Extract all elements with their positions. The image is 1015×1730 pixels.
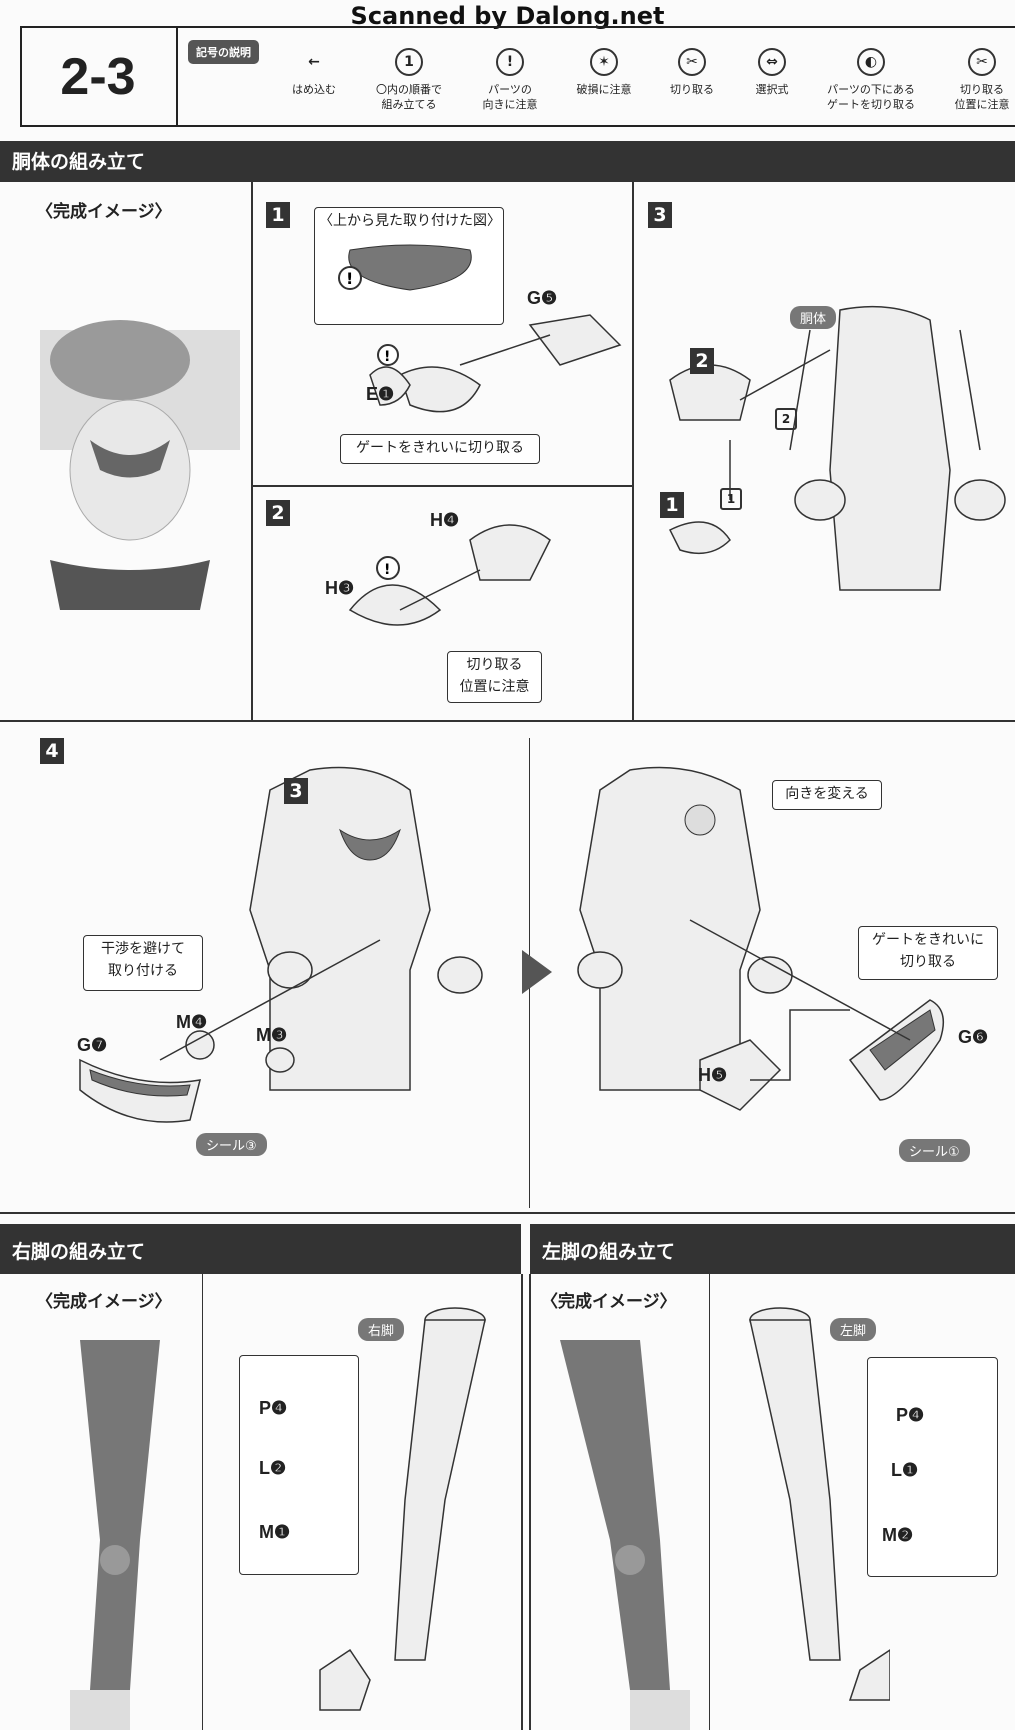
- leg-label: 右脚: [358, 1318, 405, 1341]
- step-number: 3: [648, 202, 672, 228]
- step-number: 1: [266, 202, 290, 228]
- order-hexagon-icon: 1: [720, 488, 742, 510]
- part-label: L❶: [891, 1460, 919, 1480]
- divider: [529, 1274, 531, 1730]
- step4-right-illustration: [577, 766, 945, 1111]
- step4-left-illustration: [79, 766, 483, 1123]
- watermark: Scanned by Dalong.net: [350, 2, 665, 30]
- part-label: G❼: [77, 1035, 108, 1055]
- arrow-left-icon: ←: [308, 54, 320, 70]
- sticker-label: シール③: [196, 1133, 267, 1156]
- page-number: 2-3: [20, 26, 178, 127]
- arrow-right-icon: [522, 950, 552, 994]
- part-label: E❶: [366, 384, 395, 404]
- header-box: [20, 26, 1015, 127]
- svg-text:!: !: [384, 562, 390, 578]
- right-leg-illustration: [319, 1307, 486, 1711]
- step2-illustration: !: [348, 524, 551, 626]
- gate-under-icon: ◐: [857, 48, 885, 76]
- double-arrow-icon: ⇔: [758, 48, 786, 76]
- section-title-right-leg: 右脚の組み立て: [0, 1224, 521, 1274]
- order-hexagon-icon: 2: [775, 408, 797, 430]
- legend-label: 選択式: [755, 83, 789, 96]
- completion-heading: 〈完成イメージ〉: [36, 1292, 172, 1312]
- step-number: 2: [266, 500, 290, 526]
- hexagon-number-icon: 1: [395, 48, 423, 76]
- cut-position-icon: ✂: [968, 48, 996, 76]
- part-label: M❷: [882, 1525, 914, 1545]
- divider: [0, 1212, 1015, 1214]
- top-view-illustration: !: [338, 244, 472, 291]
- part-label: P❹: [259, 1398, 288, 1418]
- note-avoid-interference: 干渉を避けて 取り付ける: [83, 935, 203, 991]
- note-clean-gate: ゲートをきれいに 切り取る: [858, 926, 998, 980]
- body-label: 胴体: [790, 306, 837, 329]
- divider: [251, 485, 632, 487]
- section-title-left-leg: 左脚の組み立て: [530, 1224, 1015, 1274]
- legend-title: 記号の説明: [188, 40, 259, 64]
- divider: [202, 1274, 203, 1730]
- reference-step: 2: [690, 348, 714, 374]
- svg-text:!: !: [384, 349, 390, 365]
- nipper-icon: ✂: [678, 48, 706, 76]
- legend-label: パーツの 向きに注意: [482, 83, 538, 111]
- divider: [709, 1274, 710, 1730]
- svg-text:!: !: [346, 269, 353, 288]
- exclamation-icon: !: [496, 48, 524, 76]
- note-cut-position: 切り取る 位置に注意: [447, 651, 542, 703]
- callout-title: 〈上から見た取り付けた図〉: [319, 213, 501, 229]
- section-title-torso: 胴体の組み立て: [0, 141, 1015, 182]
- left-leg-illustration: [749, 1307, 890, 1701]
- part-label: P❹: [896, 1405, 925, 1425]
- legend-label: 切り取る 位置に注意: [954, 83, 1010, 111]
- legend-label: はめ込む: [292, 83, 336, 96]
- part-label: L❷: [259, 1458, 287, 1478]
- part-label: G❻: [958, 1027, 989, 1047]
- completion-photo-torso: [40, 320, 240, 610]
- step1-illustration: !: [369, 314, 622, 413]
- reference-step: 3: [284, 778, 308, 804]
- completion-photo-right-leg: [70, 1340, 160, 1730]
- divider: [632, 182, 634, 720]
- legend-label: パーツの下にある ゲートを切り取る: [827, 83, 915, 111]
- part-label: M❶: [259, 1522, 291, 1542]
- part-label: G❺: [527, 288, 558, 308]
- break-warning-icon: ✶: [590, 48, 618, 76]
- parts-box-left: [867, 1357, 998, 1577]
- legend-label: 〇内の順番で 組み立てる: [376, 83, 442, 111]
- divider: [251, 182, 253, 720]
- parts-box-right: [239, 1355, 359, 1575]
- note-change-orientation: 向きを変える: [772, 780, 882, 810]
- completion-photo-left-leg: [560, 1340, 690, 1730]
- divider: [0, 720, 1015, 722]
- note-clean-gate: ゲートをきれいに切り取る: [340, 434, 540, 464]
- sticker-label: シール①: [899, 1139, 970, 1162]
- completion-heading: 〈完成イメージ〉: [36, 202, 172, 222]
- legend-label: 切り取る: [670, 83, 714, 96]
- part-label: M❸: [256, 1025, 288, 1045]
- step-number: 4: [40, 738, 64, 764]
- reference-step: 1: [660, 492, 684, 518]
- part-label: M❹: [176, 1012, 208, 1032]
- divider: [521, 1274, 523, 1730]
- part-label: H❸: [325, 578, 355, 598]
- completion-heading: 〈完成イメージ〉: [541, 1292, 677, 1312]
- leg-label: 左脚: [830, 1318, 877, 1341]
- legend-label: 破損に注意: [576, 83, 632, 96]
- part-label: H❹: [430, 510, 460, 530]
- step3-illustration: [668, 305, 1006, 591]
- part-label: H❺: [698, 1065, 728, 1085]
